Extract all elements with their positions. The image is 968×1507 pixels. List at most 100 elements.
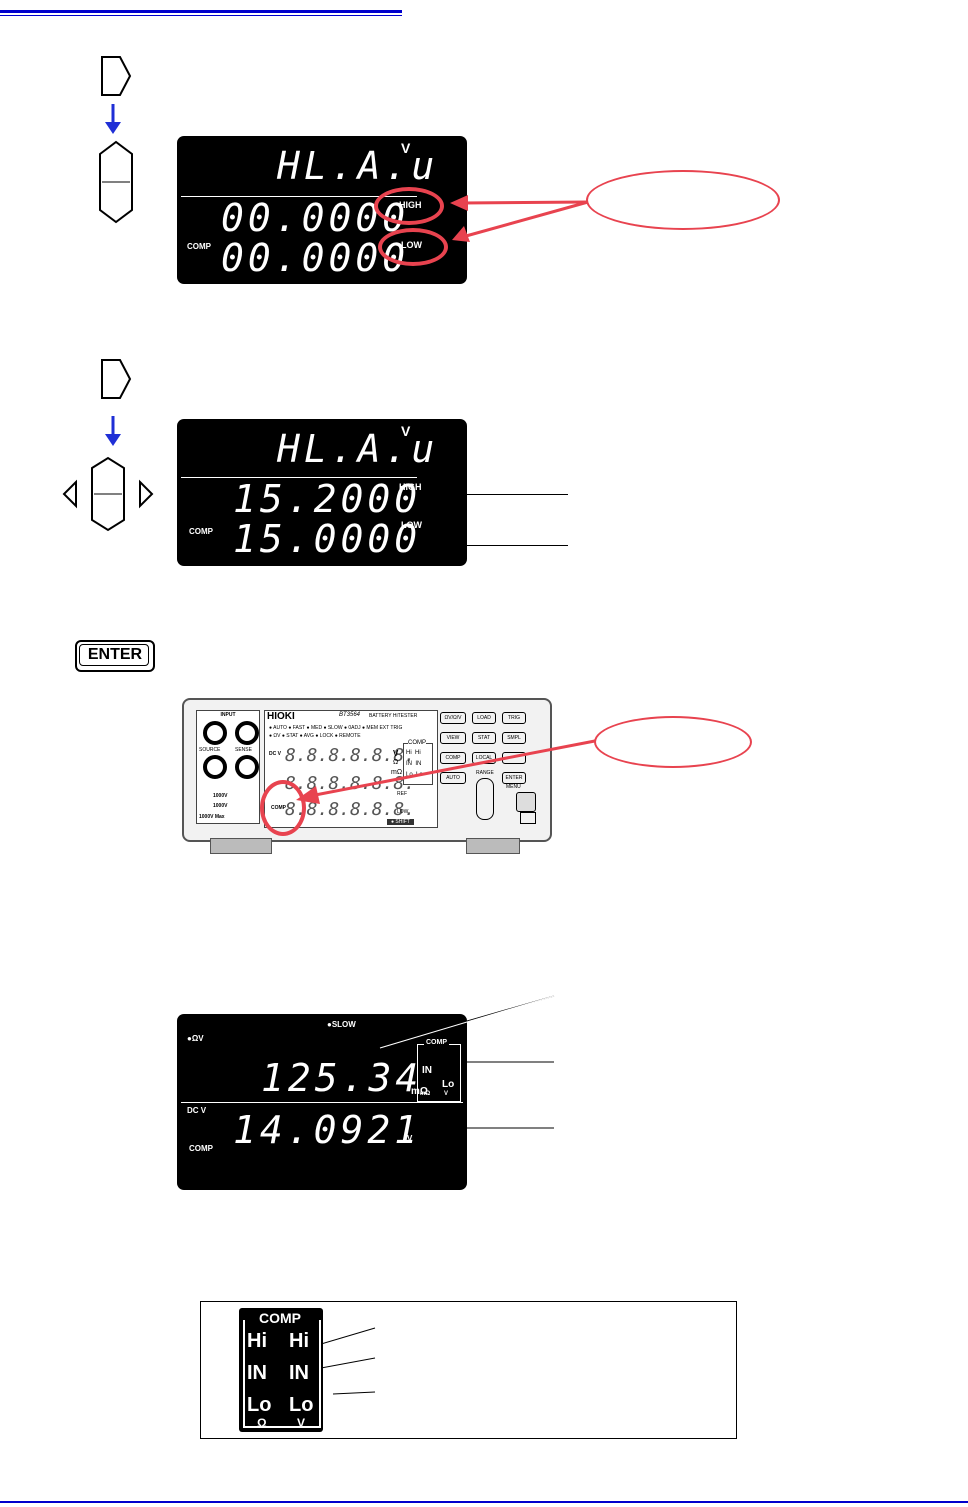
input-terminals: INPUT SOURCE SENSE 1000V 1000V 1000V Max [196, 710, 260, 824]
header-rule-thin [0, 15, 402, 16]
lcd-top-text: HL.A.u [277, 427, 439, 471]
callout-bubble-1 [586, 170, 780, 230]
key-view[interactable]: VIEW [440, 732, 466, 744]
terminal-source-h[interactable] [203, 721, 227, 745]
key-load[interactable]: LOAD [472, 712, 496, 724]
max-label: 1000V Max [199, 814, 225, 820]
lcd-comp-in: IN [422, 1065, 432, 1076]
key-auto[interactable]: AUTO [440, 772, 466, 784]
panel-keys: ΩV/Ω/V LOAD TRIG VIEW STAT SMPL COMP LOC… [440, 712, 532, 824]
panel-foot-right [466, 838, 520, 854]
model-label: BT3564 [339, 712, 361, 718]
lcd-unit: V [401, 140, 411, 156]
unit-ohm: Ω [393, 759, 399, 766]
terminal-sense-l[interactable] [235, 755, 259, 779]
lcd-comp-box: COMP IN Lo mΩ V [417, 1039, 461, 1102]
lcd-unit1: mΩ [411, 1086, 428, 1097]
key-smpl[interactable]: SMPL [502, 732, 526, 744]
comp-legend-hi-1: Hi [247, 1330, 267, 1352]
terminal-source-l[interactable] [203, 755, 227, 779]
key-ov[interactable]: ΩV/Ω/V [440, 712, 466, 724]
unit-v: V [393, 749, 399, 758]
leader-line-low [436, 545, 568, 546]
panel-comp-title: COMP [408, 740, 426, 746]
unit-mohm: mΩ [391, 769, 403, 776]
legend-frame: COMP Hi Hi IN IN Lo Lo Ω V [200, 1301, 737, 1439]
lcd-slow: ●SLOW [327, 1020, 356, 1029]
digits-row2: 8.8.8.8.8.8. [285, 773, 416, 794]
header-rule [0, 0, 402, 13]
shift-indicator: ● SHIFT [387, 819, 414, 825]
lcd-comp-label: COMP [189, 1144, 213, 1153]
lcd-low-value: 00.0000 [221, 236, 410, 280]
warn-1000v: 1000V [213, 793, 228, 799]
status-row2: ● ΩV ● STAT ● AVG ● LOCK ● REMOTE [269, 733, 361, 739]
down-arrow-icon [105, 104, 121, 134]
comp-legend-hi-2: Hi [289, 1330, 309, 1352]
lcd-unit: V [401, 423, 411, 439]
comp-legend-lo-2: Lo [289, 1394, 314, 1416]
cursor-keys-icon[interactable] [62, 456, 158, 532]
lcd-divider [181, 196, 417, 197]
key-trig[interactable]: TRIG [502, 712, 526, 724]
down-arrow-icon [105, 416, 121, 446]
key-stat[interactable]: STAT [472, 732, 496, 744]
comp-legend: COMP Hi Hi IN IN Lo Lo Ω V [239, 1308, 323, 1432]
key-comp[interactable]: COMP [440, 752, 466, 764]
range-key[interactable] [476, 778, 494, 820]
terminal-sense-h[interactable] [235, 721, 259, 745]
enter-key[interactable]: ENTER [75, 640, 155, 672]
lcd-comp-mohm: mΩ [420, 1091, 431, 1097]
panel-foot-left [210, 838, 272, 854]
right-key-icon[interactable] [100, 358, 132, 400]
digits-row3: 8.8.8.8.8.8. [285, 799, 416, 820]
lcd-display-step4: ●SLOW ●ΩV 125.34 mΩ COMP IN Lo mΩ V DC V… [177, 1014, 467, 1190]
legend-leader-lines [321, 1327, 376, 1395]
brand-logo: HIOKI [267, 711, 295, 722]
lcd-unit2: V [407, 1134, 413, 1143]
lcd-comp-v: V [444, 1091, 449, 1097]
lcd-divider [181, 1102, 463, 1103]
lcd-low-label: LOW [401, 520, 422, 530]
dcv-label: DC V [269, 751, 281, 757]
callout-arrows [450, 195, 589, 242]
lcd-comp-title: COMP [424, 1039, 449, 1046]
panel-comp-hi: Hi Hi [406, 750, 421, 756]
lcd-divider [181, 477, 417, 478]
power-button[interactable] [516, 792, 536, 812]
panel-comp-box: COMP Hi Hi IN IN Lo Lo [403, 740, 433, 785]
ref-label: REF [397, 791, 407, 797]
lcd-dcv: DC V [187, 1106, 207, 1115]
lcd-value1: 125.34 [261, 1056, 423, 1100]
lcd-value2: 14.0921 [233, 1108, 422, 1152]
lcd-top-text: HL.A.u [277, 144, 439, 188]
low-label: LOW [397, 809, 409, 815]
up-down-key-icon[interactable] [98, 140, 134, 224]
enter-key-label: ENTER [87, 646, 143, 663]
warn-1000v-2: 1000V [213, 803, 228, 809]
lcd-ov: ●ΩV [187, 1034, 204, 1043]
key-enter[interactable]: ENTER [502, 772, 526, 784]
source-label: SOURCE [199, 747, 221, 753]
lcd-high-value: 15.2000 [233, 477, 422, 521]
callout-arrow-comp [296, 738, 601, 804]
panel-comp-in: IN IN [406, 761, 422, 767]
comp-legend-frame [243, 1320, 321, 1428]
lcd-comp-label: COMP [187, 242, 211, 251]
highlight-comp [260, 780, 306, 836]
range-label: RANGE [476, 770, 494, 776]
comp-legend-v: V [297, 1416, 306, 1430]
right-key-icon[interactable] [100, 55, 132, 97]
comp-legend-in-1: IN [247, 1362, 267, 1384]
leader-line-high [436, 494, 568, 495]
comp-legend-lo-1: Lo [247, 1394, 272, 1416]
input-label: INPUT [220, 712, 236, 718]
highlight-high [374, 187, 444, 225]
menu-label: MENU [506, 784, 521, 790]
digits-row1: 8.8.8.8.8.8. [285, 745, 416, 766]
power-switch[interactable] [520, 812, 536, 824]
highlight-low [378, 228, 448, 266]
lcd-display-step2: HL.A.u V 15.2000 HIGH COMP 15.0000 LOW [177, 419, 467, 566]
lcd-high-label: HIGH [399, 482, 422, 492]
leader-lines-step4 [379, 995, 555, 1129]
